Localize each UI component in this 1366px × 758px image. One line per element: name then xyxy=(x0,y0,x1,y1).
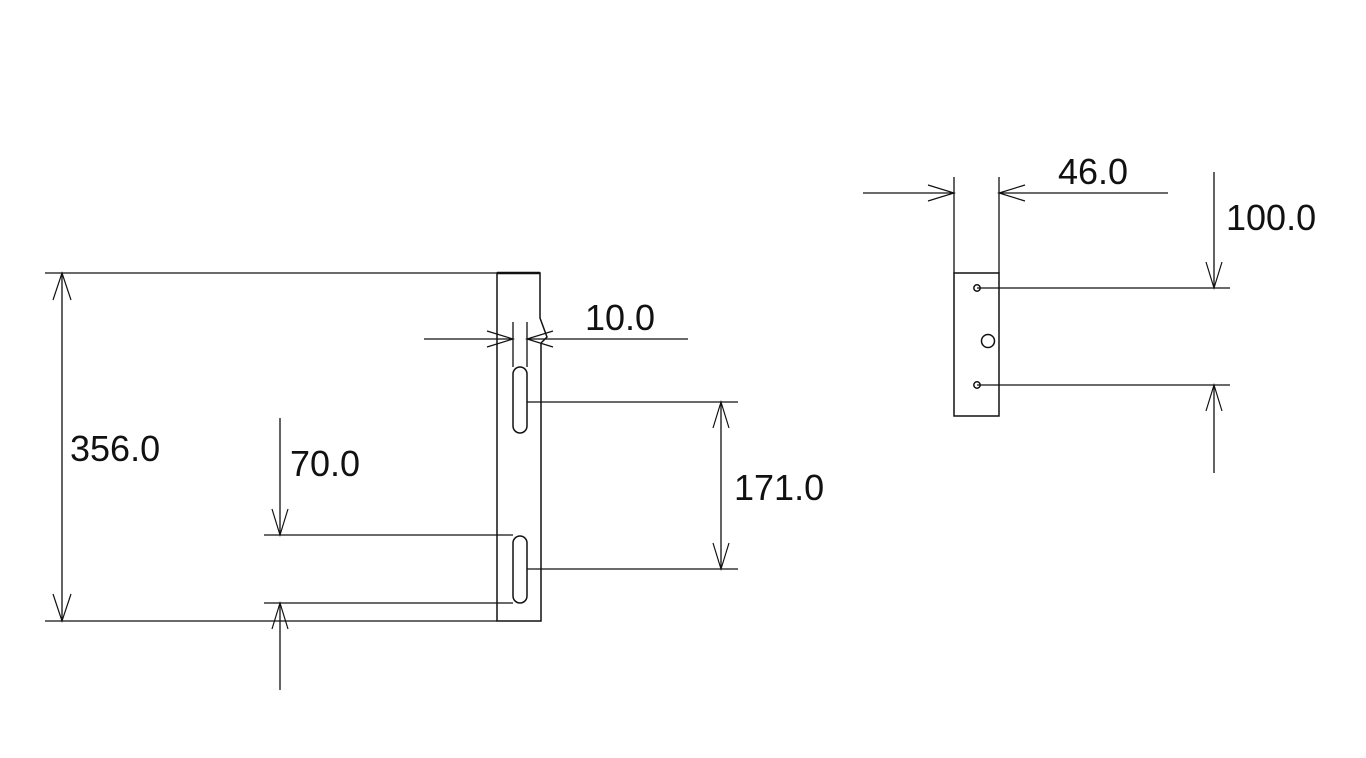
arrow-up xyxy=(52,271,72,301)
slot-width-dimension: 10.0 xyxy=(424,297,688,367)
side-view: 356.0 70.0 10.0 xyxy=(45,271,824,690)
overall-height-dimension: 356.0 xyxy=(45,271,497,623)
arrow-right xyxy=(486,330,516,348)
plate-width-label: 46.0 xyxy=(1058,151,1128,192)
end-view: 46.0 100.0 xyxy=(863,151,1316,473)
upper-slot xyxy=(512,366,528,434)
slot-width-label: 10.0 xyxy=(585,297,655,338)
slot-spacing-label: 171.0 xyxy=(734,467,824,508)
slot-spacing-dimension: 171.0 xyxy=(527,399,824,572)
arrow-up xyxy=(1205,382,1223,412)
slot-offset-dimension: 70.0 xyxy=(264,418,513,690)
arrow-up xyxy=(712,399,730,429)
lower-slot xyxy=(512,535,528,604)
arrow-right xyxy=(927,184,957,202)
arrow-up xyxy=(271,600,289,630)
center-hole xyxy=(980,333,996,349)
arrow-down xyxy=(52,593,72,623)
arrow-left xyxy=(524,330,554,348)
arrow-left xyxy=(996,184,1026,202)
arrow-down xyxy=(712,542,730,572)
hole-spacing-label: 100.0 xyxy=(1226,197,1316,238)
arrow-down xyxy=(1205,261,1223,291)
plate-width-dimension: 46.0 xyxy=(863,151,1168,273)
arrow-down xyxy=(271,508,289,538)
bracket-side-profile xyxy=(496,272,548,622)
slot-offset-label: 70.0 xyxy=(290,443,360,484)
overall-height-label: 356.0 xyxy=(70,428,160,469)
hole-spacing-dimension: 100.0 xyxy=(977,172,1316,473)
